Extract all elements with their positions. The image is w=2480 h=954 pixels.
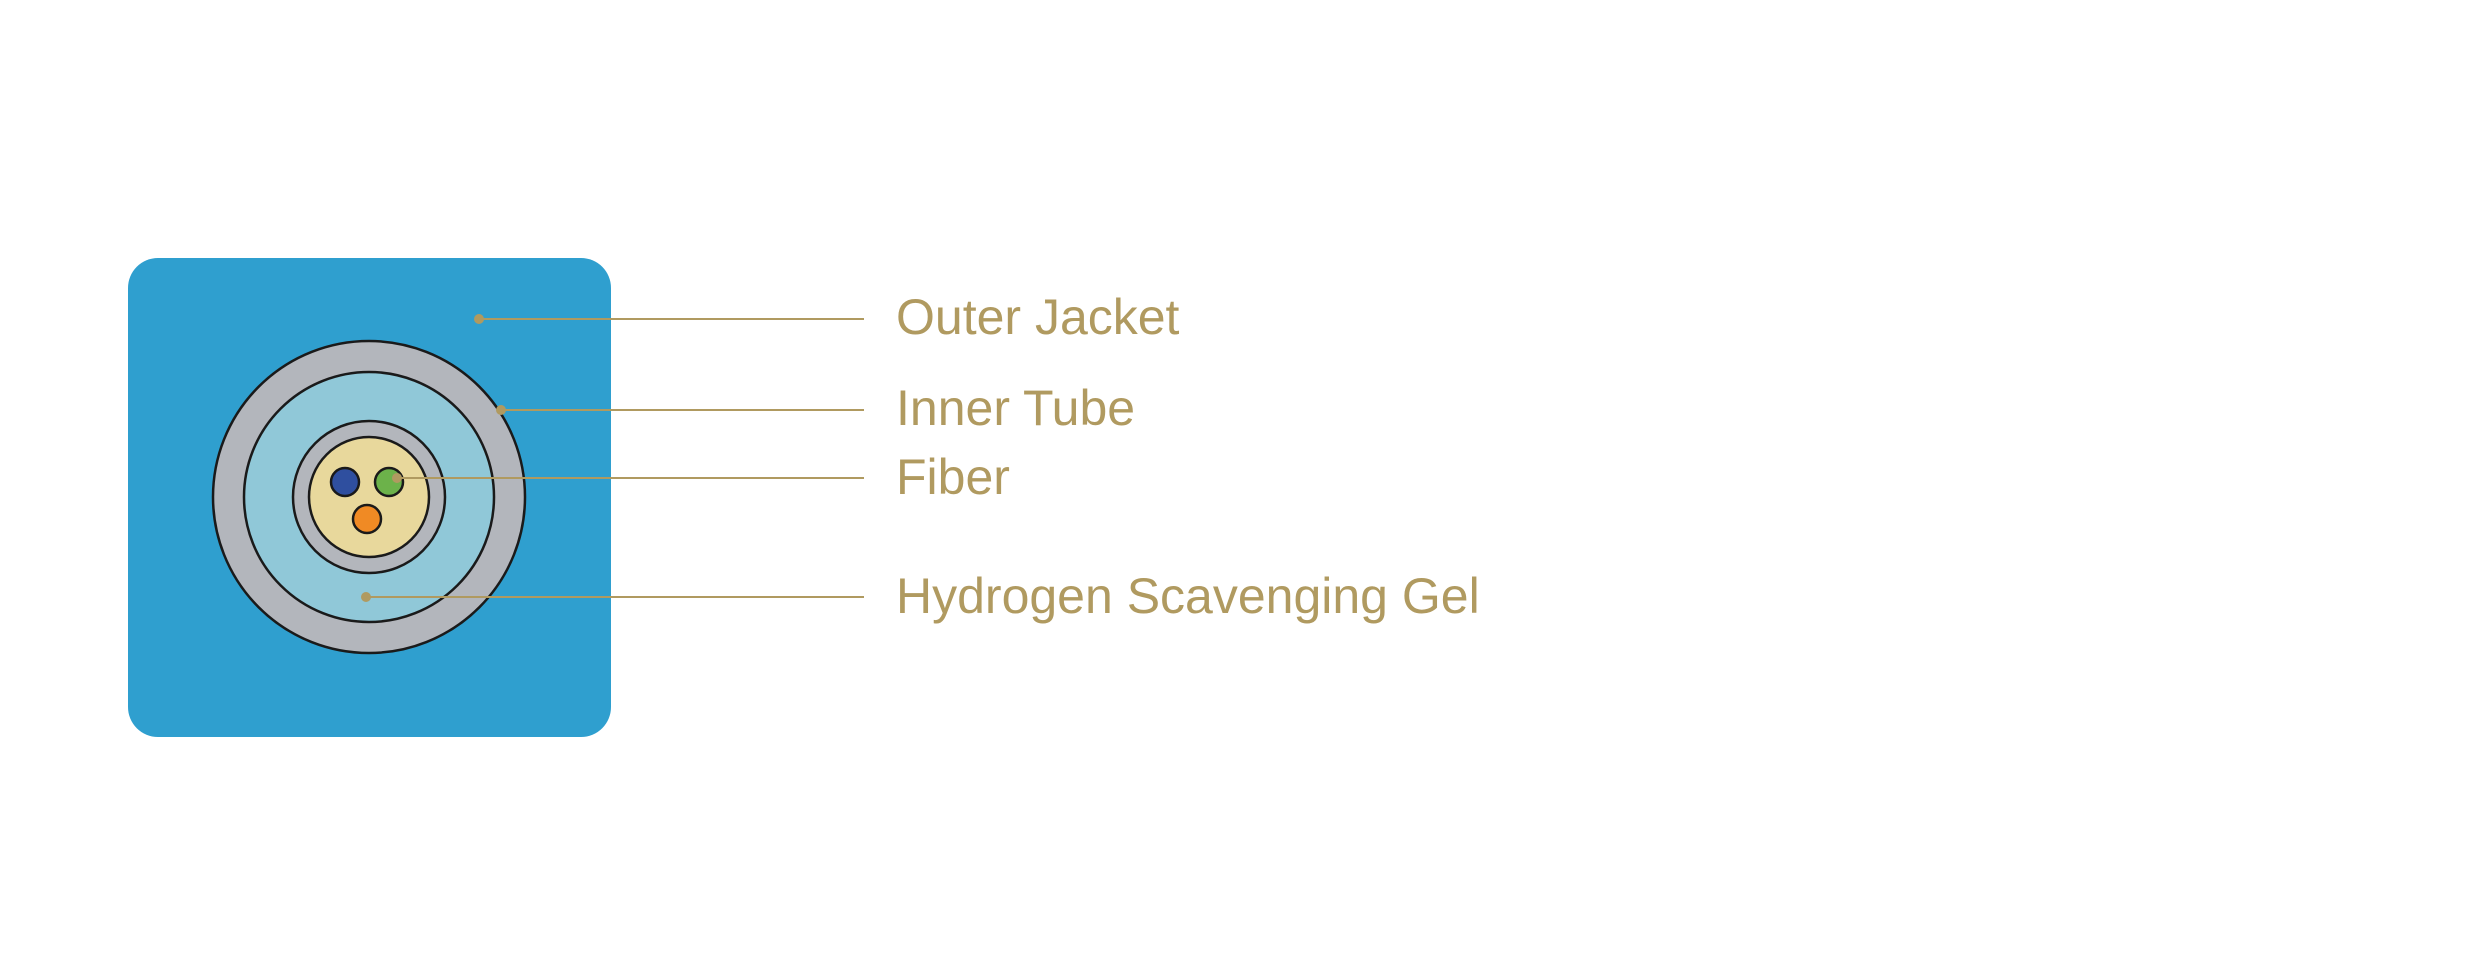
label-hydrogen-gel: Hydrogen Scavenging Gel <box>896 568 1480 624</box>
component-labels: Outer Jacket Inner Tube Fiber Hydrogen S… <box>896 289 1480 624</box>
label-inner-tube: Inner Tube <box>896 380 1135 436</box>
fiber-blue <box>329 466 361 498</box>
leader-lines <box>361 314 864 602</box>
fiber-bundle <box>307 435 431 559</box>
fiber-orange <box>351 503 383 535</box>
leader-dot-fiber <box>392 473 402 483</box>
label-outer-jacket: Outer Jacket <box>896 289 1180 345</box>
leader-dot-inner-tube <box>496 405 506 415</box>
leader-dot-outer-jacket <box>474 314 484 324</box>
cable-cross-section <box>128 258 611 737</box>
leader-dot-hydrogen-gel <box>361 592 371 602</box>
label-fiber: Fiber <box>896 449 1010 505</box>
